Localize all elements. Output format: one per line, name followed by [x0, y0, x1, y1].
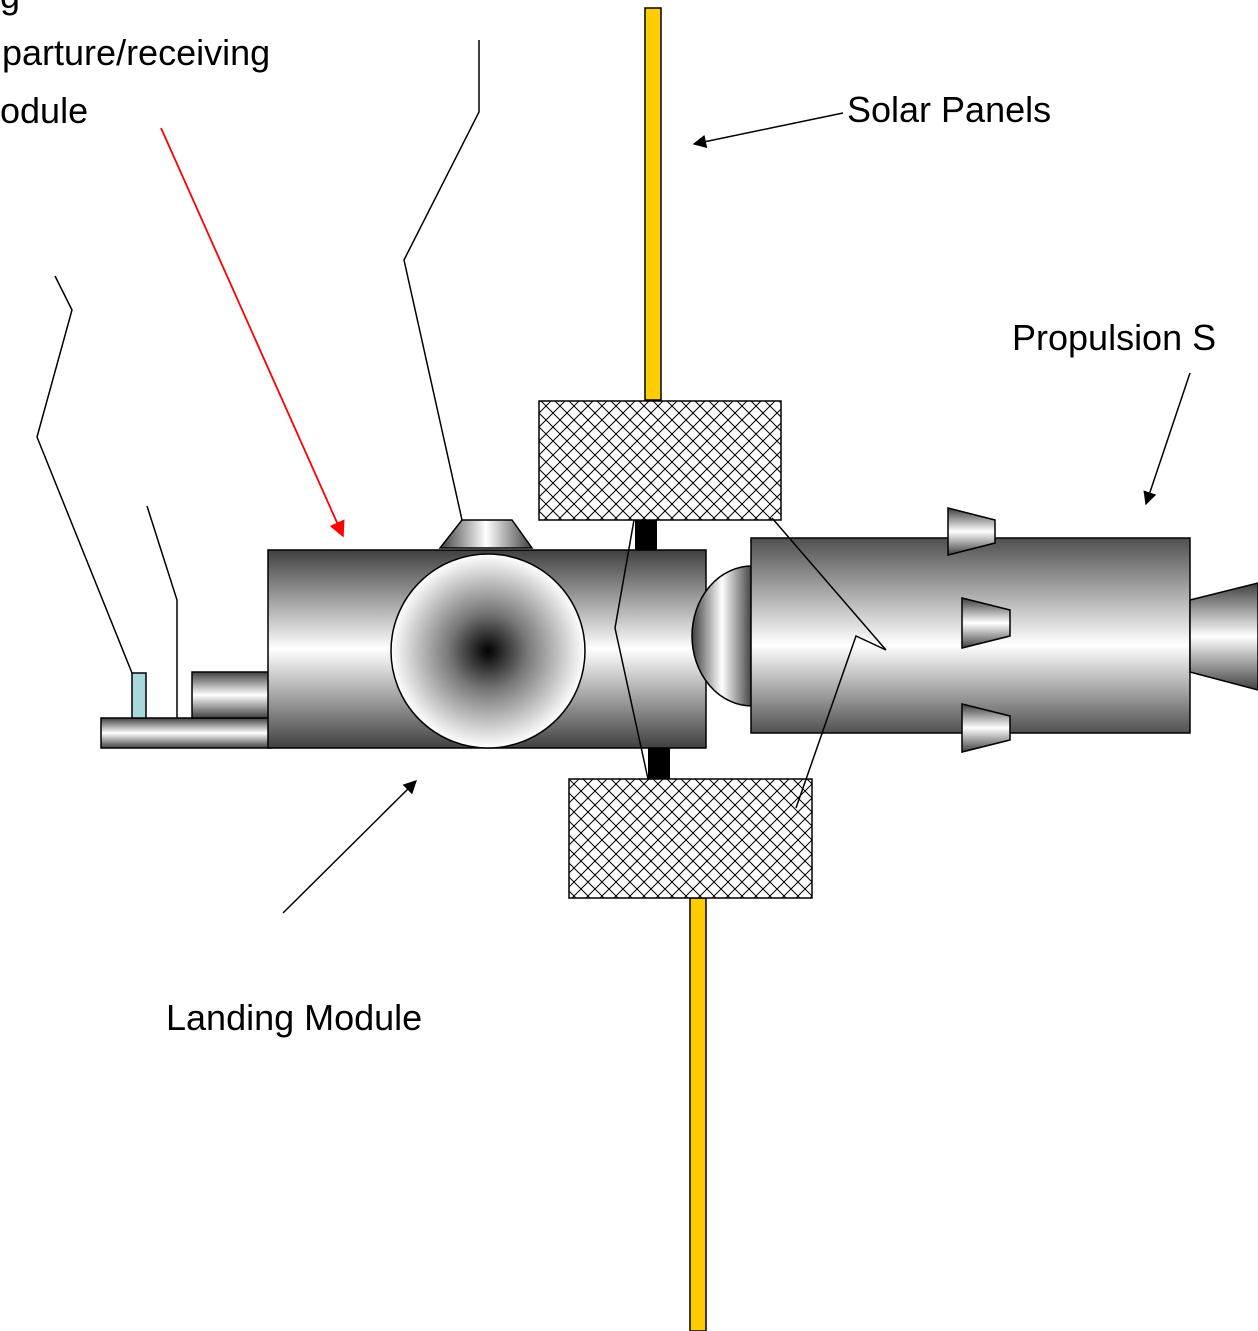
label-landing-module: Landing Module: [166, 997, 423, 1038]
sphere-tank: [390, 553, 586, 749]
connector-dome: [691, 565, 753, 707]
mesh-panel-upper: [538, 400, 782, 521]
solar-panel-upper: [644, 7, 662, 401]
arrow-departure-red: [160, 127, 345, 538]
leader-line-joint-left: [614, 519, 649, 780]
leader-line-nozzle: [403, 40, 480, 521]
thruster-middle: [961, 597, 1011, 649]
solar-panel-lower: [689, 897, 707, 1331]
docking-cylinder: [191, 671, 271, 719]
base-plate: [100, 717, 272, 749]
leader-line-left-inner: [146, 505, 178, 718]
leader-line-joint-right: [771, 517, 887, 809]
thruster-top: [947, 507, 996, 556]
mesh-panel-lower: [568, 778, 813, 899]
label-departure-line1: parture/receiving: [2, 32, 271, 73]
leader-line-left-outer: [36, 275, 133, 674]
label-departure-line2: odule: [0, 90, 89, 131]
arrow-landing: [282, 780, 417, 914]
label-solar-panels: Solar Panels: [847, 89, 1052, 130]
upper-joint: [635, 520, 657, 555]
thruster-bottom: [961, 703, 1011, 753]
landing-nozzle: [438, 519, 534, 549]
arrow-propulsion: [1143, 372, 1191, 506]
arrow-solar-panels: [692, 112, 844, 149]
label-top-cut: g: [0, 0, 20, 14]
label-propulsion: Propulsion S: [1012, 317, 1217, 358]
engine-bell: [1189, 582, 1258, 691]
lower-joint: [648, 748, 670, 780]
antenna: [131, 672, 147, 719]
